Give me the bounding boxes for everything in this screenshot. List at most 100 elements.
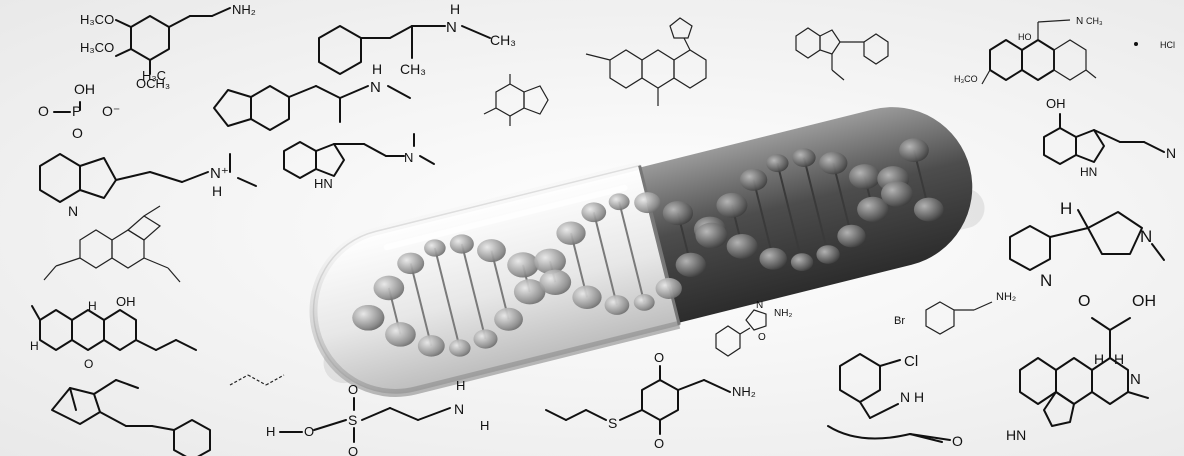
helix-nucleotide [556,221,586,245]
helix-nucleotide [759,247,787,270]
helix-rung [409,263,433,347]
2ct-o2-label: O [654,436,664,451]
helix-nucleotide [819,151,848,175]
taurine-o3-label: O [348,444,358,456]
taurine-h-right-label: H [480,418,489,433]
aminorex-nh2-label: NH₂ [774,308,792,319]
helix-nucleotide [494,307,523,331]
nicotine-n2-label: N [1140,227,1152,246]
mdma-h3c-label: H₃C [142,68,166,83]
2ct-nh2-label: NH₂ [732,384,756,399]
serotonin-hn-label: HN [1080,165,1097,179]
small-chain-structure [229,374,285,386]
psilocybin-o3-label: O [72,125,83,141]
helix-rung [752,179,775,259]
psilocybin-nplus-label: N⁺ [210,165,229,182]
mescaline-amine-label: NH₂ [232,2,256,17]
ketamine-h-label: H [914,389,924,405]
methamphetamine-ch3-label: CH₃ [490,32,516,48]
mescaline-structure: H₃CO H₃CO OCH₃ NH₂ [80,2,256,91]
salvinorin-structure [585,17,707,106]
helix-nucleotide [477,239,506,263]
thc-hh-label: H [30,339,39,353]
aminorex-structure: N NH₂ O [715,300,792,357]
nicotine-n1-label: N [1040,271,1052,290]
capsule-dark-half [620,107,973,328]
2cb-nh2-label: NH₂ [996,291,1016,303]
helix-nucleotide [848,164,881,190]
lysergic-acid-structure: O OH H H N HN [1006,293,1156,443]
helix-nucleotide [816,245,840,264]
lsa-o-label: O [1078,293,1090,310]
thc-structure: H OH O H [30,294,197,371]
helix-nucleotide [739,168,768,191]
helix-nucleotide [726,233,758,259]
ketamine-o-label: O [952,433,963,449]
helix-rung [433,247,461,349]
methamphetamine-h-label: H [450,1,460,17]
taurine-h-top-label: H [456,378,465,393]
helix-nucleotide [397,252,425,275]
helix-nucleotide [604,295,630,315]
helix-nucleotide [913,197,944,222]
helix-nucleotide [352,304,385,331]
mdma-n-label: N [370,79,381,96]
hydromorphone-hcl-label: HCl [1160,40,1175,50]
serotonin-n-label: N [1166,145,1176,161]
helix-nucleotide [373,275,405,301]
psilocybin-p-label: P [72,103,81,119]
cocaine-structure [51,379,211,456]
helix-nucleotide [385,322,416,347]
taurine-n-label: N [454,401,464,417]
helix-rung [832,162,853,237]
methamphetamine-structure: H N CH₃ CH₃ [318,1,516,77]
helix-nucleotide [448,339,471,357]
helix-rung [646,202,670,289]
2ct-structure: O O S NH₂ [545,350,756,451]
mescaline-ome3-label: OCH₃ [136,76,170,91]
psilocybin-structure: OH O P O⁻ O N N⁺ H [38,81,257,219]
2ct-o1-label: O [654,350,664,365]
taurine-structure: H O S O O N H H [266,378,489,456]
lsa-h1-label: H [1094,351,1104,367]
methamphetamine-n-label: N [446,19,457,36]
helix-nucleotide [716,192,748,218]
dmt-n-label: N [404,150,413,165]
ketamine-structure: Cl N H O [827,353,963,449]
aminorex-n-label: N [756,300,763,311]
helix-nucleotide [424,239,446,257]
helix-nucleotide [417,335,445,357]
methamphetamine-ch3b-label: CH₃ [400,61,426,77]
2cb-structure: Br NH₂ [894,291,1016,335]
lsa-n-label: N [1130,371,1141,388]
zolpidem-structure [795,27,889,81]
helix-nucleotide [473,329,498,349]
helix-nucleotide [880,181,913,207]
psilocybin-oh-label: OH [74,81,95,97]
thc-h-label: H [88,299,97,313]
2cb-br-label: Br [894,315,905,327]
taurine-o2-label: O [348,382,358,397]
helix-nucleotide [695,222,728,249]
dmt-hn-label: HN [314,176,333,191]
helix-nucleotide [534,248,566,274]
thc-oh-label: OH [116,294,136,309]
ketamine-cl-label: Cl [904,353,918,370]
lsa-h2-label: H [1114,351,1124,367]
helix-rung [490,250,510,320]
helix-nucleotide [539,269,572,295]
helix-nucleotide [655,277,682,299]
dna-helix [352,138,944,357]
helix-nucleotide [507,252,539,278]
helix-nucleotide [790,253,814,272]
psilocybin-o1-label: O [38,103,49,119]
diacetylmorphine-structure [43,205,181,283]
hydromorphone-n-label: N [1076,16,1083,27]
helix-nucleotide [766,154,789,173]
helix-nucleotide [792,148,816,168]
thc-o-label: O [84,357,93,371]
2ct-s-label: S [608,415,617,431]
helix-nucleotide [837,224,866,248]
psilocybin-ominus-label: O⁻ [102,103,120,119]
